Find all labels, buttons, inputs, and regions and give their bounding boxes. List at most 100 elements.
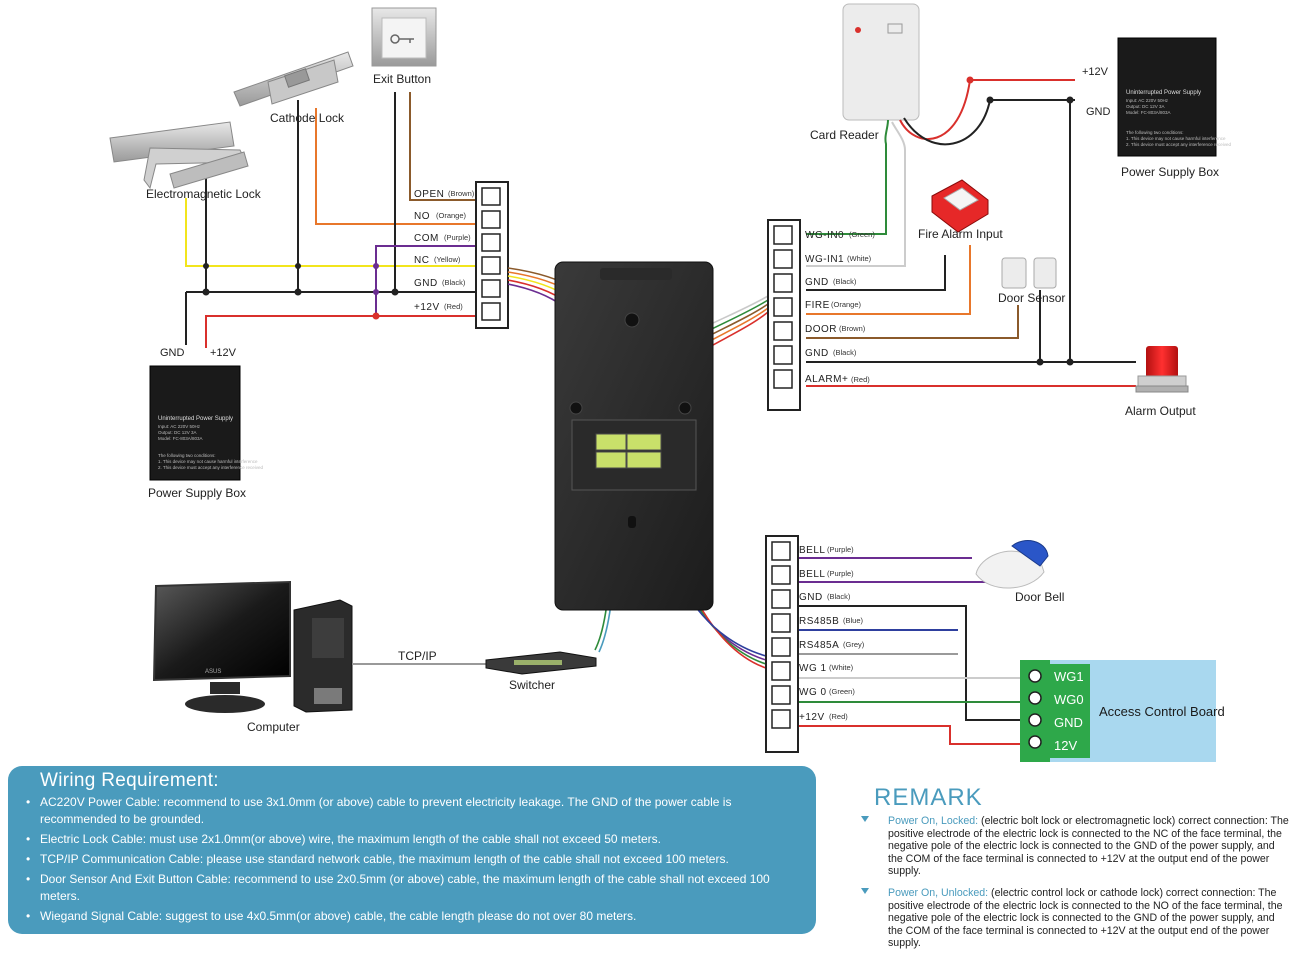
wiring-item: AC220V Power Cable: recommend to use 3x1… xyxy=(22,794,802,828)
svg-text:RS485B: RS485B xyxy=(799,616,839,627)
svg-text:The following two conditions:: The following two conditions: xyxy=(1126,130,1184,135)
left-psu-12v: +12V xyxy=(210,347,237,359)
card-reader-device xyxy=(842,3,920,121)
svg-text:(Red): (Red) xyxy=(444,302,463,311)
right-bottom-terminal-labels: BELL (Purple) BELL (Purple) GND (Black) … xyxy=(799,545,865,723)
svg-text:BELL: BELL xyxy=(799,569,825,580)
face-terminal-device xyxy=(554,261,714,611)
svg-text:The following two conditions:: The following two conditions: xyxy=(158,453,216,458)
svg-text:BELL: BELL xyxy=(799,545,825,556)
svg-text:Model: FC-803A/803A: Model: FC-803A/803A xyxy=(1126,110,1171,115)
wiring-item: Wiegand Signal Cable: suggest to use 4x0… xyxy=(22,908,802,925)
svg-text:(Orange): (Orange) xyxy=(436,211,467,220)
svg-text:2. This device must accept any: 2. This device must accept any interfere… xyxy=(1126,142,1231,147)
svg-text:+12V: +12V xyxy=(414,302,440,313)
svg-text:(Orange): (Orange) xyxy=(831,300,862,309)
right-psu-gnd: GND xyxy=(1086,106,1111,118)
svg-text:12V: 12V xyxy=(1054,738,1077,753)
svg-text:(Purple): (Purple) xyxy=(827,545,854,554)
pin-nc: NC xyxy=(414,255,429,266)
svg-text:Uninterrupted Power Supply: Uninterrupted Power Supply xyxy=(1126,90,1201,96)
svg-text:WG0: WG0 xyxy=(1054,692,1084,707)
svg-text:FIRE: FIRE xyxy=(805,300,830,311)
card-reader-label: Card Reader xyxy=(810,128,879,142)
svg-text:1. This device may not cause h: 1. This device may not cause harmful int… xyxy=(158,459,258,464)
svg-text:COM: COM xyxy=(414,233,439,244)
svg-text:(Black): (Black) xyxy=(827,592,851,601)
svg-text:Input: AC 220V 50Hz: Input: AC 220V 50Hz xyxy=(158,424,201,429)
alarm-output-label: Alarm Output xyxy=(1125,404,1196,418)
svg-text:(Red): (Red) xyxy=(829,712,848,721)
door-bell-label: Door Bell xyxy=(1015,590,1064,604)
svg-text:1. This device may not cause h: 1. This device may not cause harmful int… xyxy=(1126,136,1226,141)
svg-text:NC: NC xyxy=(414,255,429,266)
pin-gnd: GND xyxy=(414,278,438,289)
remark-head: Power On, Locked: xyxy=(888,815,979,827)
svg-text:(Black): (Black) xyxy=(833,348,857,357)
svg-text:DOOR: DOOR xyxy=(805,324,837,335)
switcher-device xyxy=(485,651,597,675)
svg-text:(Green): (Green) xyxy=(829,687,855,696)
remark-text: (electric bolt lock or electromagnetic l… xyxy=(888,815,1289,878)
svg-text:(Green): (Green) xyxy=(849,230,875,239)
svg-text:Input: AC 220V 50Hz: Input: AC 220V 50Hz xyxy=(1126,98,1169,103)
fire-alarm-label: Fire Alarm Input xyxy=(918,227,1003,241)
cathode-lock-label: Cathode Lock xyxy=(270,111,345,125)
em-lock-device xyxy=(109,121,249,190)
wiring-list: AC220V Power Cable: recommend to use 3x1… xyxy=(22,794,802,925)
remark-item-locked: Power On, Locked: (electric bolt lock or… xyxy=(861,815,1292,878)
pin-com: COM xyxy=(414,233,439,244)
exit-button-label: Exit Button xyxy=(373,72,431,86)
svg-text:OPEN: OPEN xyxy=(414,189,444,200)
right-psu-12v: +12V xyxy=(1082,66,1109,78)
svg-text:(Yellow): (Yellow) xyxy=(434,255,461,264)
left-psu-label: Power Supply Box xyxy=(148,486,246,500)
remark-head: Power On, Unlocked: xyxy=(888,886,989,899)
em-lock-label: Electromagnetic Lock xyxy=(146,187,262,201)
triangle-bullet-icon xyxy=(861,887,869,894)
wiring-title: Wiring Requirement: xyxy=(40,770,219,791)
svg-text:(Purple): (Purple) xyxy=(827,569,854,578)
door-sensor-device xyxy=(1001,257,1057,289)
svg-text:WG 0: WG 0 xyxy=(799,687,827,698)
svg-text:Output: DC 12V 3A: Output: DC 12V 3A xyxy=(1126,104,1165,109)
svg-text:(Brown): (Brown) xyxy=(839,324,866,333)
svg-text:(Grey): (Grey) xyxy=(843,640,865,649)
svg-text:WG 1: WG 1 xyxy=(799,663,827,674)
svg-text:GND: GND xyxy=(1054,715,1083,730)
svg-text:Uninterrupted Power Supply: Uninterrupted Power Supply xyxy=(158,416,233,422)
wiring-item: Electric Lock Cable: must use 2x1.0mm(or… xyxy=(22,831,802,848)
power-supply-box-left: Uninterrupted Power Supply Input: AC 220… xyxy=(149,365,263,481)
right-bottom-wires xyxy=(798,557,1030,745)
wiring-item: TCP/IP Communication Cable: please use s… xyxy=(22,851,802,868)
right-bottom-terminal-block xyxy=(765,535,799,753)
left-terminal-labels: OPEN (Brown) NO (Orange) COM (Purple) NC… xyxy=(414,189,475,313)
wiring-requirement-panel: Wiring Requirement: AC220V Power Cable: … xyxy=(8,766,816,934)
remark-item-unlocked: Power On, Unlocked: (electric control lo… xyxy=(861,886,1292,950)
right-top-wires xyxy=(806,79,1136,387)
alarm-output-device xyxy=(1135,346,1189,393)
power-supply-box-right: Uninterrupted Power Supply Input: AC 220… xyxy=(1117,37,1231,157)
access-control-board: WG1 WG0 GND 12V xyxy=(1020,660,1216,762)
svg-text:GND: GND xyxy=(414,278,438,289)
svg-text:Output: DC 12V 3A: Output: DC 12V 3A xyxy=(158,430,197,435)
svg-text:ASUS: ASUS xyxy=(205,669,221,675)
exit-button-device xyxy=(371,7,437,67)
triangle-bullet-icon xyxy=(861,816,869,822)
left-psu-gnd: GND xyxy=(160,347,185,359)
door-bell-device xyxy=(975,540,1049,589)
svg-text:(Blue): (Blue) xyxy=(843,616,864,625)
cathode-lock-device xyxy=(233,51,354,107)
svg-text:GND: GND xyxy=(799,592,823,603)
svg-text:WG-IN0: WG-IN0 xyxy=(805,230,844,241)
left-wires xyxy=(185,92,478,348)
access-board-label: Access Control Board xyxy=(1099,704,1225,719)
svg-text:(White): (White) xyxy=(829,663,854,672)
svg-text:(Black): (Black) xyxy=(833,277,857,286)
right-top-junctions xyxy=(966,76,1074,366)
switcher-label: Switcher xyxy=(509,678,555,692)
svg-text:+12V: +12V xyxy=(799,712,825,723)
tcpip-label: TCP/IP xyxy=(398,649,437,663)
svg-text:RS485A: RS485A xyxy=(799,640,839,651)
